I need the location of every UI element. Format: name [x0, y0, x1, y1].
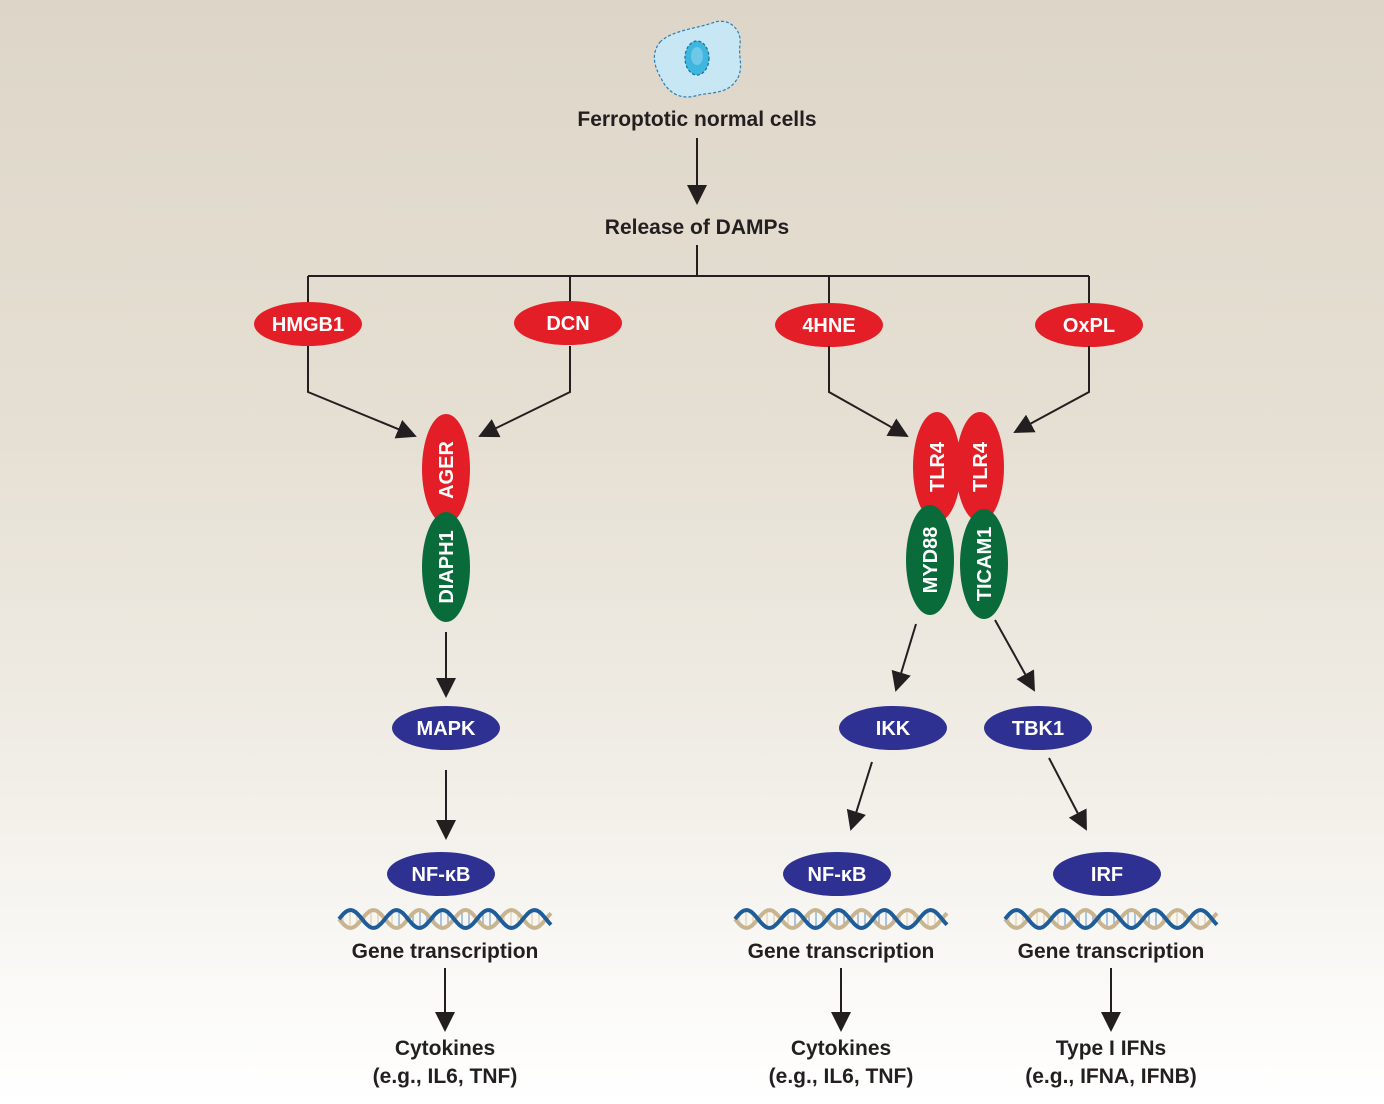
kinase-tbk1-label: TBK1 — [1012, 718, 1064, 740]
output-left-line2: (e.g., IL6, TNF) — [373, 1065, 518, 1088]
kinase-mapk-label: MAPK — [417, 718, 476, 740]
adaptor-diaph1: DIAPH1 — [422, 512, 470, 622]
cell-title: Ferroptotic normal cells — [577, 108, 816, 131]
dna-strand — [337, 907, 553, 931]
receptor-ager: AGER — [422, 414, 470, 524]
release-label: Release of DAMPs — [605, 216, 789, 239]
adaptor-ticam1-label: TICAM1 — [974, 527, 996, 601]
damp-dcn-label: DCN — [546, 313, 589, 335]
damp-arrows — [307, 346, 1090, 439]
kinase-arrows — [436, 757, 1087, 840]
dna-helix-icon — [337, 907, 553, 931]
output-left-line1: Cytokines — [395, 1037, 495, 1060]
receptor-tlr4-right-label: TLR4 — [970, 441, 992, 492]
receptor-tlr4-left-label: TLR4 — [927, 441, 949, 492]
dna-helix-icon — [733, 907, 949, 931]
factor-irf-label: IRF — [1091, 864, 1123, 886]
receptor-arrows — [436, 619, 1035, 698]
adaptor-diaph1-label: DIAPH1 — [436, 530, 458, 603]
output-arrows — [435, 968, 1121, 1032]
dna-strand — [1003, 907, 1219, 931]
damp-hmgb1: HMGB1 — [254, 302, 362, 346]
adaptor-ticam1: TICAM1 — [960, 509, 1008, 619]
kinase-ikk-label: IKK — [876, 718, 911, 740]
dna-strand — [733, 907, 949, 931]
dna-strand — [733, 907, 949, 931]
transcription-label-left: Gene transcription — [352, 940, 539, 963]
receptor-tlr4-left: TLR4 — [913, 412, 961, 522]
damp-oxpl: OxPL — [1035, 303, 1143, 347]
damp-4hne-label: 4HNE — [802, 315, 855, 337]
damp-bracket — [307, 245, 1090, 308]
receptor-tlr4-right: TLR4 — [956, 412, 1004, 522]
dna-strand — [1003, 907, 1219, 931]
output-right-line1: Type I IFNs — [1056, 1037, 1166, 1060]
output-right-line2: (e.g., IFNA, IFNB) — [1025, 1065, 1197, 1088]
damp-dcn: DCN — [514, 301, 622, 345]
output-mid-line2: (e.g., IL6, TNF) — [769, 1065, 914, 1088]
factor-nfkb-mid-label: NF-κB — [808, 864, 867, 886]
output-mid-line1: Cytokines — [791, 1037, 891, 1060]
transcription-label-mid: Gene transcription — [748, 940, 935, 963]
dna-helix-icon — [1003, 907, 1219, 931]
transcription-label-right: Gene transcription — [1018, 940, 1205, 963]
factor-irf: IRF — [1053, 852, 1161, 896]
kinase-ikk: IKK — [839, 706, 947, 750]
factor-nfkb-mid: NF-κB — [783, 852, 891, 896]
factor-nfkb-left-label: NF-κB — [412, 864, 471, 886]
cell-icon — [653, 20, 742, 98]
damp-hmgb1-label: HMGB1 — [272, 314, 344, 336]
dna-strand — [337, 907, 553, 931]
adaptor-myd88: MYD88 — [906, 505, 954, 615]
factor-nfkb-left: NF-κB — [387, 852, 495, 896]
kinase-mapk: MAPK — [392, 706, 500, 750]
kinase-tbk1: TBK1 — [984, 706, 1092, 750]
adaptor-myd88-label: MYD88 — [920, 527, 942, 594]
damp-oxpl-label: OxPL — [1063, 315, 1115, 337]
damp-4hne: 4HNE — [775, 303, 883, 347]
receptor-ager-label: AGER — [436, 441, 458, 499]
